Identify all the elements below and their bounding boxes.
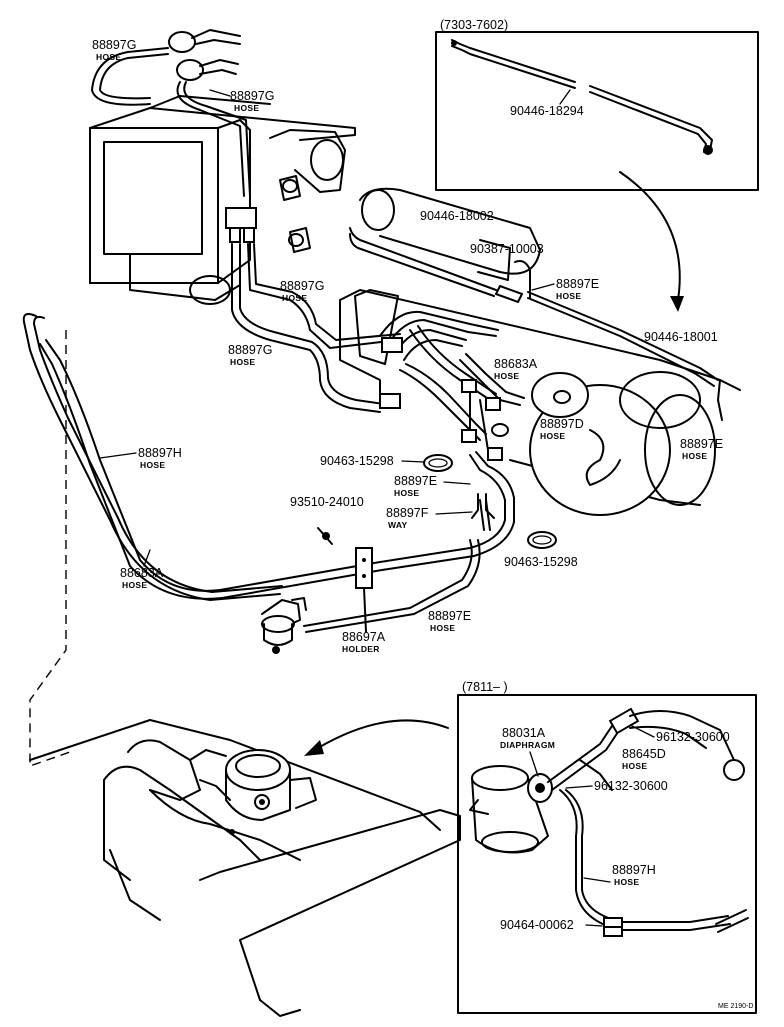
lower-hoses — [22, 313, 515, 633]
label-96132-30600-1: 96132-30600 — [656, 730, 730, 744]
vacuum-actuators — [91, 29, 251, 197]
desc-88897f: WAY — [388, 520, 408, 530]
label-90464-00062: 90464-00062 — [500, 918, 574, 932]
inset-title-top: (7303-7602) — [440, 18, 508, 32]
label-90446-18294: 90446-18294 — [510, 104, 584, 118]
blower-housing — [339, 289, 741, 516]
label-88897e-3: 88897E — [394, 474, 437, 488]
inset-title-bottom: (7811– ) — [462, 680, 508, 694]
label-88897e-4: 88897E — [428, 609, 471, 623]
drawing-code: ME 2190-D — [718, 1003, 753, 1010]
label-90463-15298-2: 90463-15298 — [504, 555, 578, 569]
three-way-joint — [471, 493, 479, 519]
inset-box-top — [435, 31, 759, 191]
clamp-left — [423, 454, 453, 472]
label-88897e-1: 88897E — [556, 277, 599, 291]
label-88897g-1: 88897G — [92, 38, 136, 52]
label-96132-30600-2: 96132-30600 — [594, 779, 668, 793]
label-90387-10003: 90387-10003 — [470, 242, 544, 256]
desc-88683a-1: HOSE — [494, 371, 519, 381]
label-88645d: 88645D — [622, 747, 666, 761]
desc-88645d: HOSE — [622, 761, 647, 771]
tube-harness — [231, 243, 525, 461]
dashed-leader — [29, 330, 71, 767]
arrow-inset-bottom — [317, 719, 449, 749]
holder-88697A — [355, 547, 373, 633]
clamp-right — [527, 531, 557, 549]
label-88897d: 88897D — [540, 417, 584, 431]
arrow-inset-top — [619, 171, 681, 301]
label-90463-15298-1: 90463-15298 — [320, 454, 394, 468]
label-90446-18002: 90446-18002 — [420, 209, 494, 223]
label-88897g-4: 88897G — [228, 343, 272, 357]
pipe-90446-18294 — [451, 39, 713, 155]
arrow-head-top — [670, 296, 684, 312]
desc-88031a: DIAPHRAGM — [500, 740, 555, 750]
label-88683a-1: 88683A — [494, 357, 538, 371]
desc-88897e-1: HOSE — [556, 291, 581, 301]
desc-88897g-3: HOSE — [282, 293, 307, 303]
desc-88897h-1: HOSE — [140, 460, 165, 470]
vacuum-diaphragm — [261, 597, 307, 654]
desc-88897e-2: HOSE — [682, 451, 707, 461]
desc-88897e-4: HOSE — [430, 623, 455, 633]
inset-box-bottom — [457, 694, 757, 1014]
label-88897f: 88897F — [386, 506, 429, 520]
label-88897g-2: 88897G — [230, 89, 274, 103]
desc-88897g-2: HOSE — [234, 103, 259, 113]
inset-bottom-parts — [469, 707, 749, 937]
vacuum-tank — [359, 187, 541, 303]
label-88897g-3: 88897G — [280, 279, 324, 293]
connector-block — [225, 207, 257, 229]
label-90446-18001: 90446-18001 — [644, 330, 718, 344]
steel-pipes — [349, 227, 719, 387]
desc-88697a: HOLDER — [342, 644, 380, 654]
desc-88897h-2: HOSE — [614, 877, 639, 887]
desc-88897d: HOSE — [540, 431, 565, 441]
label-88683a-2: 88683A — [120, 566, 164, 580]
carburetor-assembly — [29, 719, 461, 1017]
desc-88897e-3: HOSE — [394, 488, 419, 498]
heater-unit — [89, 95, 356, 305]
label-88897h-1: 88897H — [138, 446, 182, 460]
desc-88897g-1: HOSE — [96, 52, 121, 62]
arrow-head-bottom — [304, 740, 324, 756]
label-88897e-2: 88897E — [680, 437, 723, 451]
label-93510-24010: 93510-24010 — [290, 495, 364, 509]
label-88031a: 88031A — [502, 726, 546, 740]
label-88697a: 88697A — [342, 630, 386, 644]
desc-88683a-2: HOSE — [122, 580, 147, 590]
label-88897h-2: 88897H — [612, 863, 656, 877]
desc-88897g-4: HOSE — [230, 357, 255, 367]
